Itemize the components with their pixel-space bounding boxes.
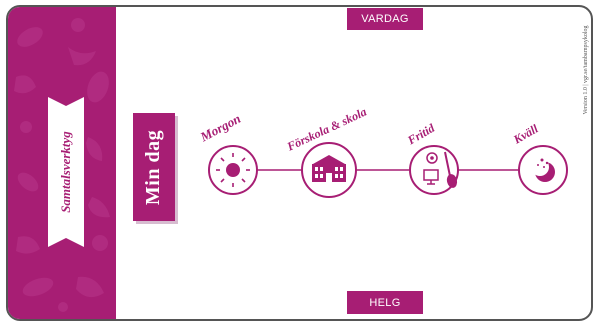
weekday-button[interactable]: VARDAG	[347, 8, 423, 30]
stage-kvall[interactable]	[518, 145, 568, 195]
tool-tag: Samtalsverktyg	[48, 97, 84, 247]
moon-stars-icon	[531, 158, 555, 182]
decorative-pattern	[14, 18, 110, 312]
title-box: Min dag	[133, 113, 175, 221]
stage-forskola-skola[interactable]	[301, 142, 357, 198]
leisure-icon	[423, 151, 458, 188]
stage-fritid[interactable]	[409, 145, 459, 195]
sun-icon	[216, 153, 250, 187]
board-frame: Samtalsverktyg	[6, 5, 593, 321]
school-building-icon	[312, 155, 346, 182]
stage-morgon[interactable]	[208, 145, 258, 195]
weekend-button[interactable]: HELG	[347, 291, 423, 314]
